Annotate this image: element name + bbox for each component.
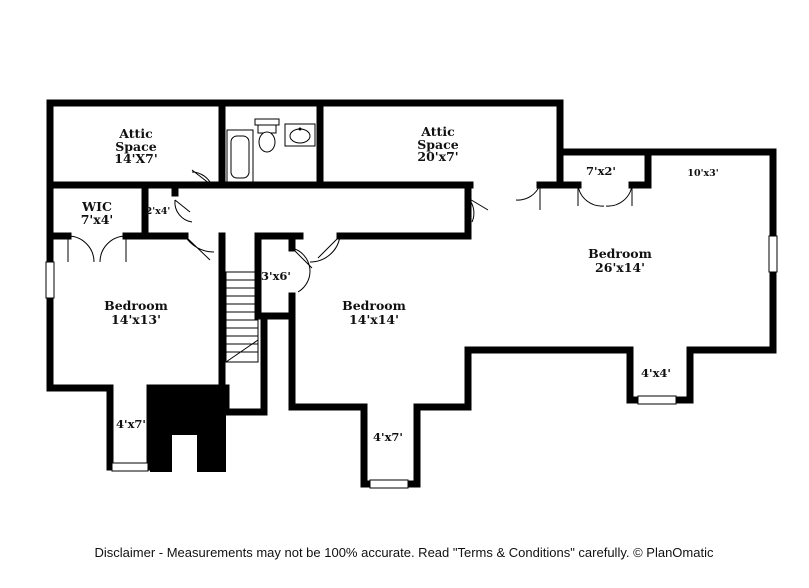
attic-right-label-1: Attic	[420, 124, 455, 139]
bedroom-left-dim: 14'x13'	[111, 312, 161, 327]
attic-right-dim: 20'x7'	[417, 149, 458, 164]
window-nook-left	[111, 462, 149, 472]
window-bath	[254, 118, 280, 126]
bedroom-right-dim: 26'x14'	[595, 260, 645, 275]
bathroom-fixtures	[226, 123, 316, 183]
nook-mid-dim: 4'x7'	[373, 430, 403, 444]
bedroom-right-label: Bedroom	[588, 246, 652, 261]
attic-left-label-1: Attic	[118, 126, 153, 141]
nook-right-dim: 4'x4'	[641, 366, 671, 380]
window-right	[768, 235, 778, 273]
doors	[67, 169, 633, 293]
windows	[45, 118, 778, 489]
window-nook-right	[637, 395, 677, 405]
linen-dim: 2'x4'	[146, 206, 171, 217]
stairs	[225, 271, 259, 363]
attic-left-label-2: Space	[115, 139, 156, 154]
chimney-block	[150, 390, 226, 472]
bedroom-left-label: Bedroom	[104, 298, 168, 313]
toilet-icon	[258, 131, 276, 153]
bedroom-mid-dim: 14'x14'	[349, 312, 399, 327]
window-left	[45, 261, 55, 299]
bedroom-mid-label: Bedroom	[342, 298, 406, 313]
window-nook-mid	[369, 479, 409, 489]
closet-a-dim: 7'x2'	[586, 164, 616, 178]
disclaimer-text: Disclaimer - Measurements may not be 100…	[95, 545, 714, 560]
wic-dim: 7'x4'	[81, 212, 114, 227]
wic-label: WIC	[81, 199, 112, 214]
attic-right-label-2: Space	[417, 137, 458, 152]
closet-b-dim: 10'x3'	[687, 168, 718, 179]
attic-left-dim: 14'X7'	[114, 151, 157, 166]
closet-c-dim: 3'x6'	[261, 269, 291, 283]
room-labels: Attic Space 14'X7' Attic Space 20'x7' WI…	[81, 124, 719, 444]
nook-left-dim: 4'x7'	[116, 417, 146, 431]
